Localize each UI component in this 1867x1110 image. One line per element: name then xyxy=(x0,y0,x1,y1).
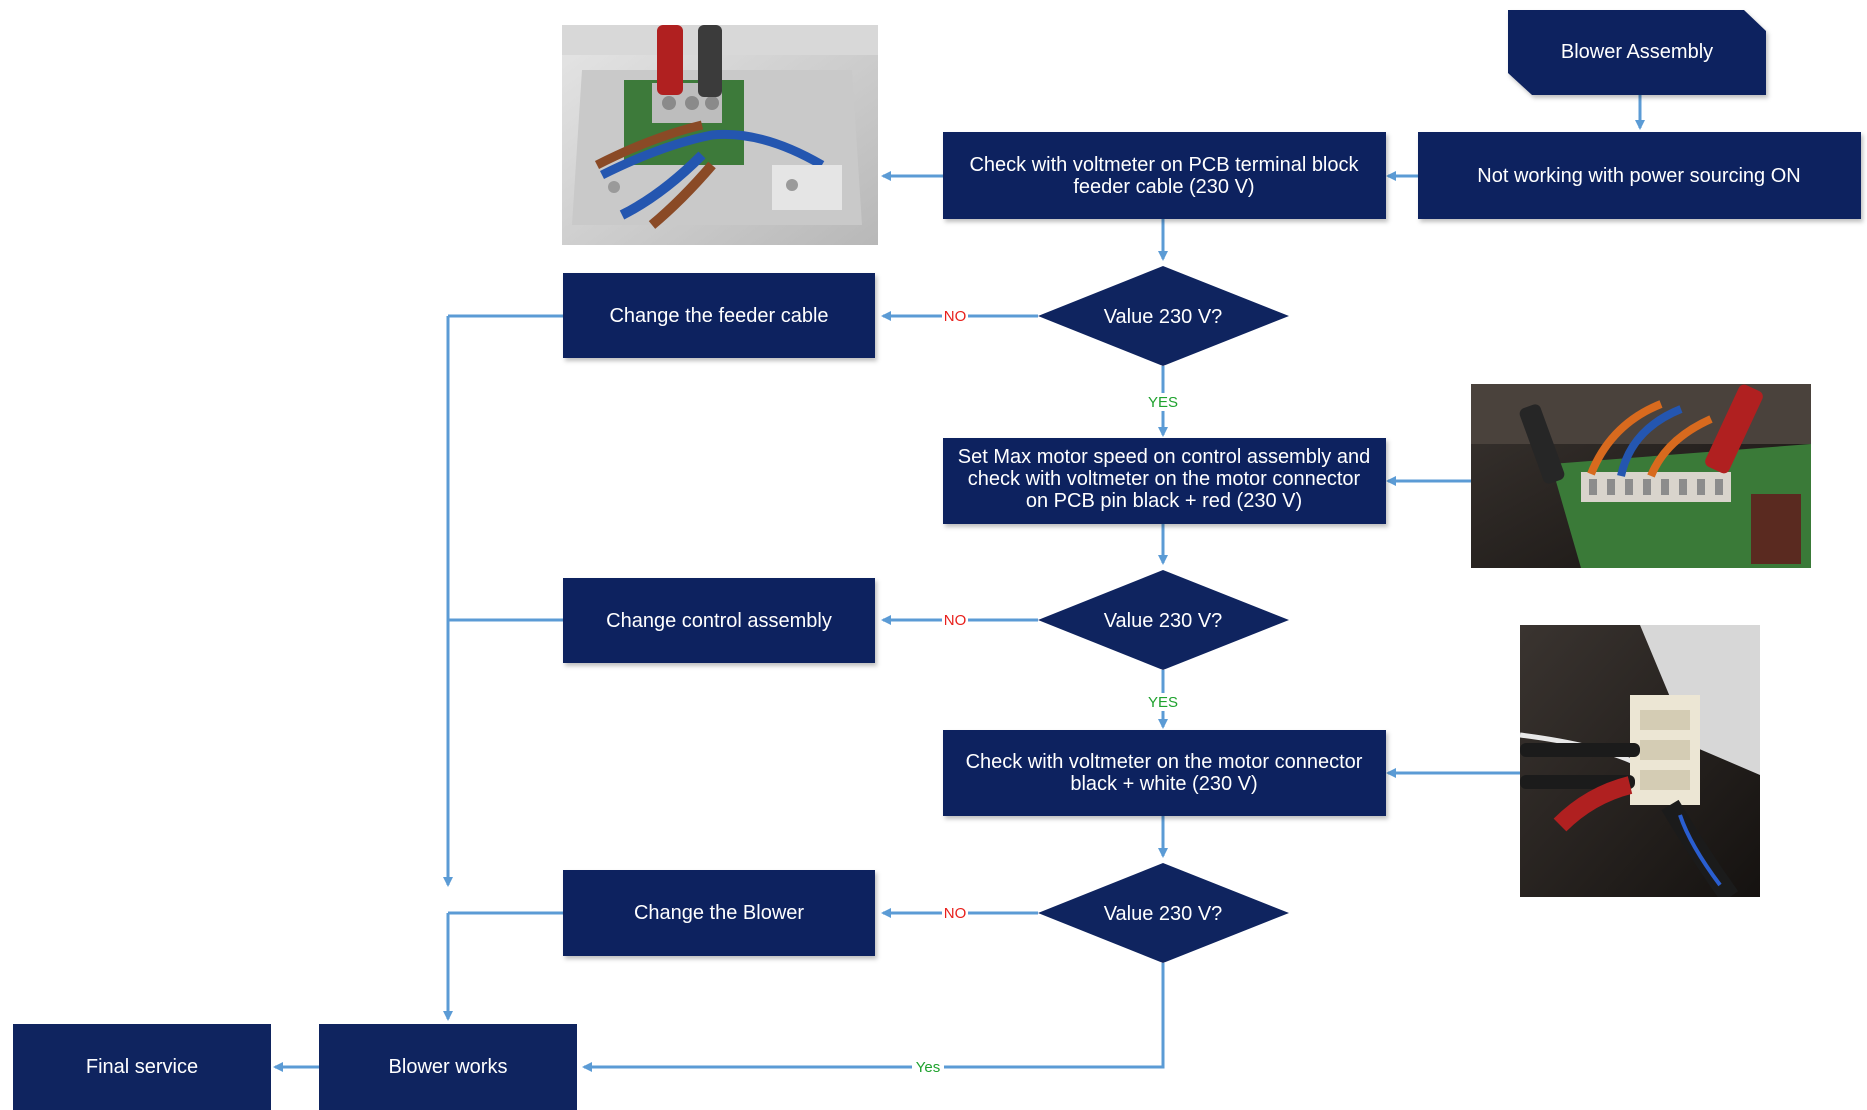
decision-3-text: Value 230 V? xyxy=(1104,903,1223,925)
label-yes-1: YES xyxy=(1148,394,1178,411)
decision-1[interactable]: Value 230 V? xyxy=(1038,266,1289,366)
node-final-service[interactable]: Final service xyxy=(13,1024,271,1110)
motor-connector-photo xyxy=(1520,625,1760,897)
node-blower-assembly[interactable]: Blower Assembly xyxy=(1508,10,1766,95)
node-change-control-assembly-text: Change control assembly xyxy=(606,610,832,632)
node-blower-works[interactable]: Blower works xyxy=(319,1024,577,1110)
node-change-blower-text: Change the Blower xyxy=(634,902,804,924)
label-yes-final: Yes xyxy=(916,1059,940,1076)
node-check-motor-connector-line-2: black + white (230 V) xyxy=(1070,773,1257,795)
nodes: Blower Assembly Not working with power s… xyxy=(13,10,1861,1110)
decision-2-text: Value 230 V? xyxy=(1104,610,1223,632)
label-no-3: NO xyxy=(944,905,967,922)
label-no-2: NO xyxy=(944,612,967,629)
node-check-feeder-line-2: feeder cable (230 V) xyxy=(1073,176,1254,198)
node-symptom-text: Not working with power sourcing ON xyxy=(1477,165,1800,187)
node-check-motor-pcb-line-2: check with voltmeter on the motor connec… xyxy=(968,468,1361,490)
decision-1-text: Value 230 V? xyxy=(1104,306,1223,328)
pcb-terminal-block-photo xyxy=(562,25,878,245)
label-no-1: NO xyxy=(944,308,967,325)
node-change-blower[interactable]: Change the Blower xyxy=(563,870,875,956)
node-blower-works-text: Blower works xyxy=(389,1056,508,1078)
decision-2[interactable]: Value 230 V? xyxy=(1038,570,1289,670)
node-check-motor-pcb-line-3: on PCB pin black + red (230 V) xyxy=(1026,490,1302,512)
node-blower-assembly-text: Blower Assembly xyxy=(1561,41,1713,63)
node-check-motor-connector[interactable]: Check with voltmeter on the motor connec… xyxy=(943,730,1386,816)
node-check-motor-pcb[interactable]: Set Max motor speed on control assembly … xyxy=(943,438,1386,524)
node-change-feeder-cable[interactable]: Change the feeder cable xyxy=(563,273,875,358)
node-check-feeder-line-1: Check with voltmeter on PCB terminal blo… xyxy=(969,154,1359,176)
node-change-feeder-cable-text: Change the feeder cable xyxy=(609,305,828,327)
node-check-motor-connector-line-1: Check with voltmeter on the motor connec… xyxy=(966,751,1363,773)
node-check-motor-pcb-line-1: Set Max motor speed on control assembly … xyxy=(958,446,1370,468)
node-final-service-text: Final service xyxy=(86,1056,198,1078)
connector-labels: NO YES NO YES NO Yes xyxy=(912,307,1179,1076)
label-yes-2: YES xyxy=(1148,694,1178,711)
node-symptom[interactable]: Not working with power sourcing ON xyxy=(1418,132,1861,219)
motor-connector-pcb-photo xyxy=(1471,384,1811,568)
connector-decision-3-yes xyxy=(582,963,1165,1072)
node-change-control-assembly[interactable]: Change control assembly xyxy=(563,578,875,663)
node-check-feeder[interactable]: Check with voltmeter on PCB terminal blo… xyxy=(943,132,1386,219)
decision-3[interactable]: Value 230 V? xyxy=(1038,863,1289,963)
